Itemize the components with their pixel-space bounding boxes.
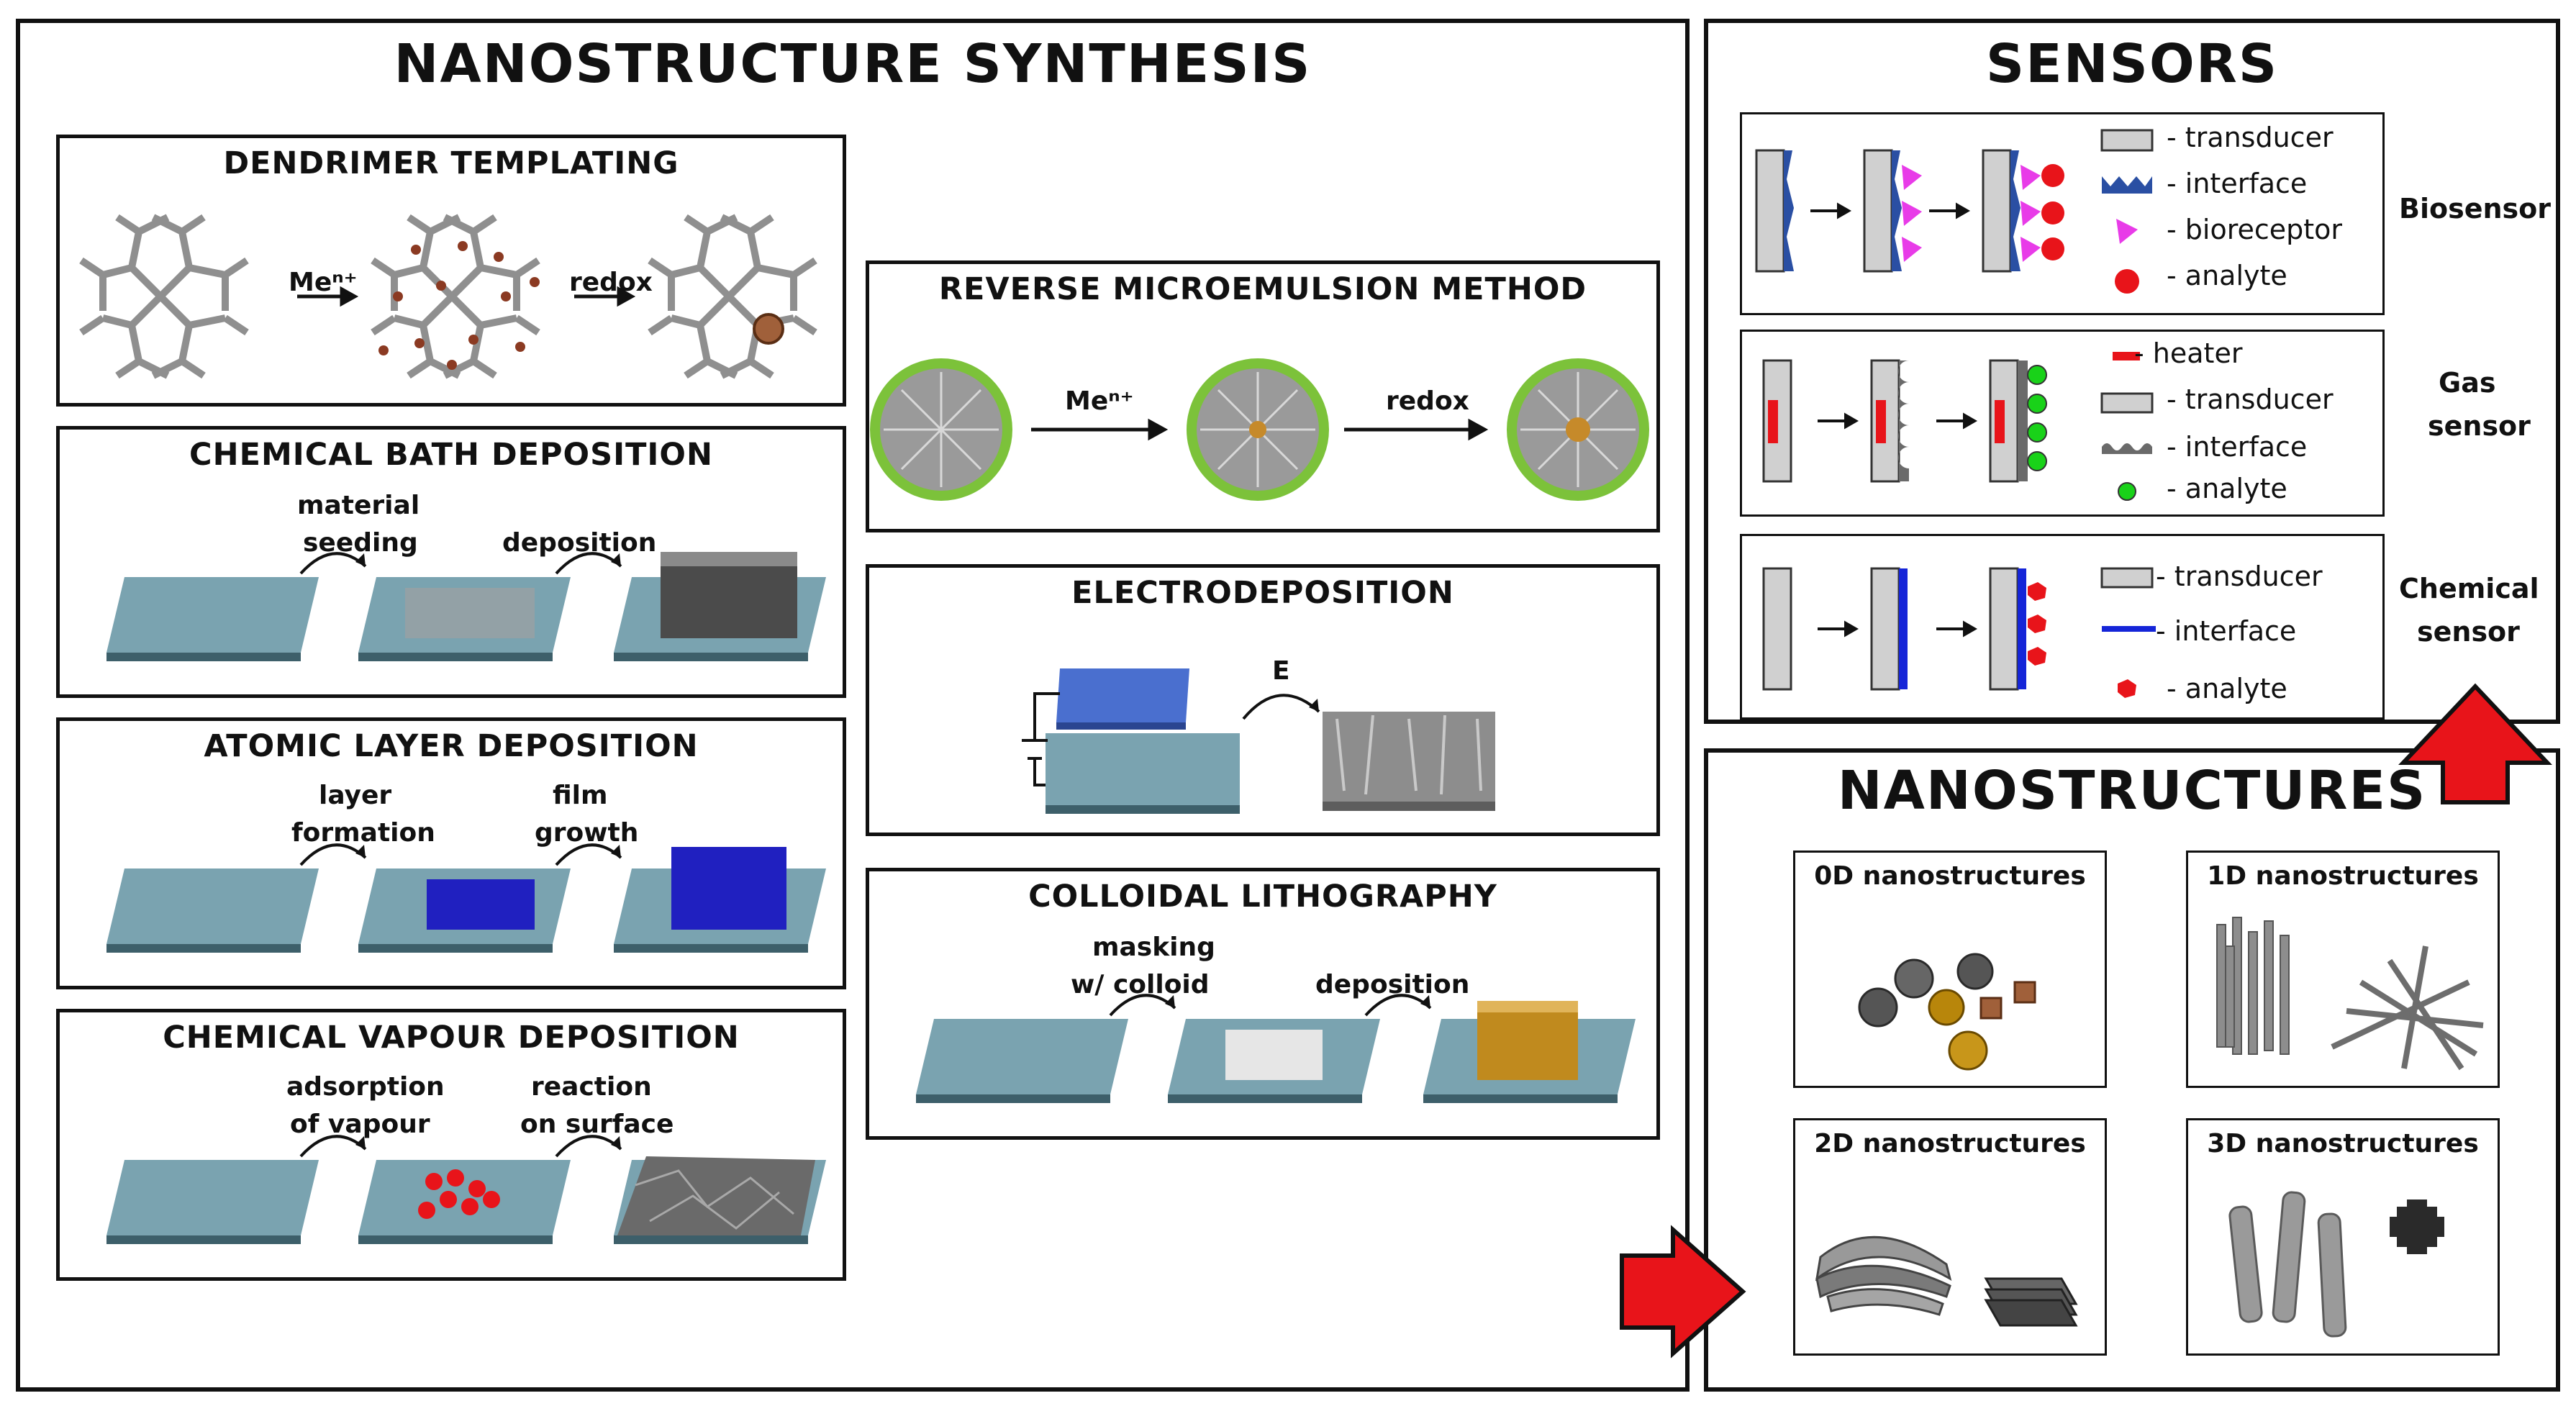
dendrimer-box: DENDRIMER TEMPLATING [56, 135, 846, 407]
cbd-step2-label: deposition [502, 528, 657, 558]
cvd-step2-label-line2: on surface [520, 1110, 674, 1139]
nano-2d-title: 2D nanostructures [1814, 1129, 2086, 1158]
electro-title: ELECTRODEPOSITION [1071, 575, 1454, 611]
colloid-step2-label: deposition [1315, 970, 1470, 999]
dendrimer-title: DENDRIMER TEMPLATING [223, 145, 679, 181]
gas-sensor-legend-4: - analyte [2167, 473, 2287, 504]
dendrimer-step1-label: Meⁿ⁺ [289, 268, 358, 297]
gas-sensor-legend-icons [2100, 352, 2154, 501]
biosensor-illustration [1755, 149, 2064, 273]
biosensor-legend-1: - transducer [2167, 122, 2334, 153]
chem-sensor-legend-1: - transducer [2156, 561, 2323, 592]
nanostructures-title: NANOSTRUCTURES [1837, 760, 2427, 822]
biosensor-legend-4: - analyte [2167, 260, 2287, 291]
gas-sensor-box: - heater - transducer - interface - anal… [1740, 330, 2385, 517]
ald-step1-label-line1: layer [319, 781, 392, 810]
biosensor-legend-icons [2100, 129, 2154, 294]
arrow-to-sensors-icon [2398, 683, 2552, 804]
electro-box: ELECTRODEPOSITION E [866, 564, 1660, 836]
ald-title: ATOMIC LAYER DEPOSITION [204, 728, 699, 764]
cvd-illustration [106, 1135, 826, 1244]
arrow-to-nanostructures-icon [1620, 1225, 1746, 1359]
nano-0d-illustration [1858, 953, 2036, 1071]
colloid-title: COLLOIDAL LITHOGRAPHY [1028, 879, 1497, 915]
cvd-title: CHEMICAL VAPOUR DEPOSITION [163, 1020, 740, 1056]
microemulsion-illustration [870, 358, 1649, 501]
chem-sensor-type-line1: Chemical [2399, 573, 2539, 604]
nano-3d-illustration [2228, 1191, 2444, 1338]
cbd-box: CHEMICAL BATH DEPOSITION material seedin… [56, 426, 846, 698]
chem-sensor-illustration [1762, 567, 2046, 691]
biosensor-box: - transducer - interface - bioreceptor -… [1740, 112, 2385, 315]
gas-sensor-type-line1: Gas [2439, 367, 2496, 399]
nano-2d-box: 2D nanostructures [1793, 1118, 2107, 1356]
ald-box: ATOMIC LAYER DEPOSITION layer formation … [56, 717, 846, 989]
cbd-title: CHEMICAL BATH DEPOSITION [189, 437, 713, 473]
cbd-step1-label-line2: seeding [303, 528, 418, 558]
cbd-illustration [106, 552, 826, 661]
electro-step1-label: E [1272, 656, 1290, 686]
gas-sensor-legend-1: - heater [2134, 337, 2243, 369]
nano-1d-illustration [2216, 917, 2484, 1071]
gas-sensor-legend-2: - transducer [2167, 384, 2334, 415]
gas-sensor-legend-3: - interface [2167, 431, 2308, 463]
nano-3d-title: 3D nanostructures [2207, 1129, 2479, 1158]
ald-step2-label-line1: film [553, 781, 608, 810]
chem-sensor-legend-3: - analyte [2167, 673, 2287, 704]
ald-illustration [106, 843, 826, 953]
gas-sensor-type-line2: sensor [2428, 410, 2531, 442]
chem-sensor-type-line2: sensor [2417, 616, 2520, 648]
colloid-step1-label-line1: masking [1092, 933, 1215, 962]
microemulsion-box: REVERSE MICROEMULSION METHOD [866, 260, 1660, 532]
cvd-step1-label-line2: of vapour [290, 1110, 430, 1139]
nano-2d-illustration [1815, 1235, 2078, 1327]
nano-3d-box: 3D nanostructures [2186, 1118, 2500, 1356]
microemulsion-title: REVERSE MICROEMULSION METHOD [938, 271, 1587, 307]
nanostructures-panel: NANOSTRUCTURES 0D nanostructures 1D nano… [1704, 748, 2560, 1392]
nano-0d-title: 0D nanostructures [1814, 861, 2086, 891]
microemulsion-step2-label: redox [1386, 386, 1469, 416]
biosensor-legend-2: - interface [2167, 168, 2308, 199]
chem-sensor-box: - transducer - interface - analyte [1740, 534, 2385, 720]
biosensor-type-label: Biosensor [2399, 193, 2552, 224]
nano-1d-title: 1D nanostructures [2207, 861, 2479, 891]
chem-sensor-legend-2: - interface [2156, 615, 2297, 647]
synthesis-title: NANOSTRUCTURE SYNTHESIS [394, 33, 1312, 95]
dendrimer-illustration [79, 214, 817, 379]
dendrimer-step2-label: redox [569, 268, 653, 297]
colloid-illustration [916, 994, 1636, 1103]
ald-step1-label-line2: formation [291, 818, 435, 848]
microemulsion-step1-label: Meⁿ⁺ [1065, 386, 1134, 416]
synthesis-panel: NANOSTRUCTURE SYNTHESIS DENDRIMER TEMPLA… [16, 19, 1690, 1392]
cvd-step1-label-line1: adsorption [286, 1072, 445, 1102]
electro-illustration [1022, 668, 1495, 814]
colloid-box: COLLOIDAL LITHOGRAPHY masking w/ colloid… [866, 868, 1660, 1140]
gas-sensor-illustration [1762, 359, 2047, 483]
cvd-box: CHEMICAL VAPOUR DEPOSITION adsorption of… [56, 1009, 846, 1281]
cvd-step2-label-line1: reaction [531, 1072, 652, 1102]
cbd-step1-label-line1: material [297, 491, 420, 520]
biosensor-legend-3: - bioreceptor [2167, 214, 2343, 245]
sensors-title: SENSORS [1985, 33, 2279, 95]
ald-step2-label-line2: growth [535, 818, 639, 848]
nano-1d-box: 1D nanostructures [2186, 851, 2500, 1088]
sensors-panel: SENSORS [1704, 19, 2560, 724]
chem-sensor-legend-icons [2100, 567, 2156, 698]
nano-0d-box: 0D nanostructures [1793, 851, 2107, 1088]
